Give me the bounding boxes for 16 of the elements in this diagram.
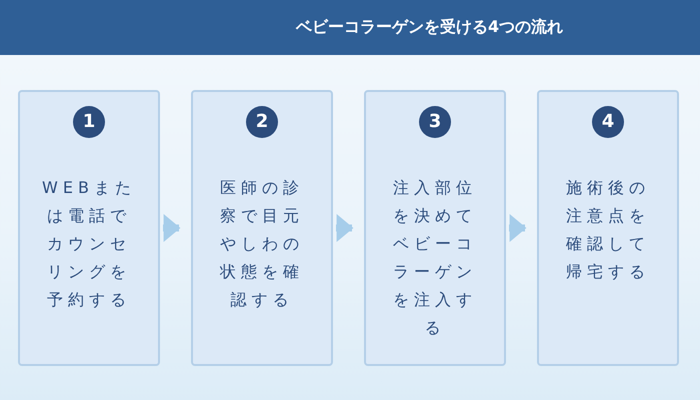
- step-box: [191, 90, 333, 366]
- step-text: WEBまたは電話でカウンセリングを予約する: [42, 177, 136, 311]
- title: ベビーコラーゲンを受ける4つの流れ: [296, 17, 564, 38]
- step-text: 医師の診察で目元やしわの状態を確認する: [218, 177, 305, 311]
- step-number: 2: [246, 106, 278, 138]
- step-number: 1: [73, 106, 105, 138]
- step-number: 3: [419, 106, 451, 138]
- step-box: [537, 90, 679, 366]
- step-text: 注入部位を決めてベビーコラーゲンを注入する: [392, 177, 478, 339]
- step-number: 4: [592, 106, 624, 138]
- arrow: [336, 214, 354, 242]
- step-text: 施術後の注意点を確認して帰宅する: [565, 177, 651, 283]
- step-box: [18, 90, 160, 366]
- arrow: [509, 214, 526, 242]
- step-box: [364, 90, 506, 366]
- arrow: [163, 214, 180, 242]
